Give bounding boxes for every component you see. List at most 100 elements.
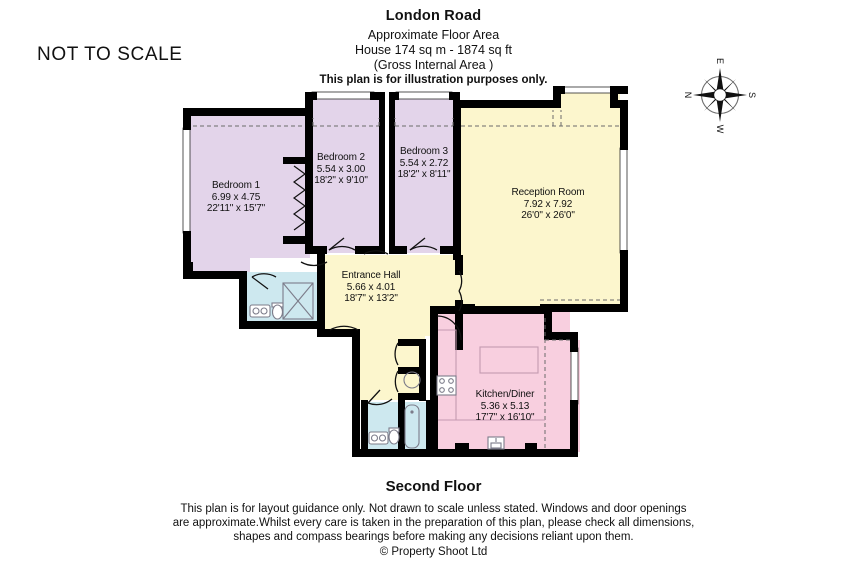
wall-bed1-recess-bottom bbox=[283, 236, 311, 244]
wall-reception-step-left bbox=[553, 86, 561, 108]
room-name-reception-room: Reception Room bbox=[511, 187, 585, 198]
wall-reception-top-left bbox=[453, 100, 558, 108]
wall-hall-right-lower bbox=[455, 300, 463, 350]
door-reception-a bbox=[458, 270, 463, 292]
door-bedroom-1 bbox=[300, 261, 328, 267]
room-imperial-bedroom-2: 18'2" x 9'10" bbox=[314, 175, 368, 186]
eaves-bed2-end bbox=[312, 118, 380, 126]
door-bathroom-upper bbox=[251, 273, 277, 278]
door-leaf-bedroom-2 bbox=[328, 237, 345, 251]
wall-corridor-vert bbox=[419, 339, 426, 401]
room-label-bedroom-1: Bedroom 1 6.99 x 4.75 22'11" x 15'7" bbox=[207, 180, 265, 215]
wall-kitchen-left bbox=[430, 312, 438, 452]
disclaimer-line-3: shapes and compass bearings before makin… bbox=[233, 531, 634, 543]
wall-bed3-top-left bbox=[389, 92, 399, 100]
wash-basin-icon bbox=[249, 304, 271, 318]
room-name-kitchen-diner: Kitchen/Diner bbox=[475, 389, 535, 400]
room-metric-reception-room: 7.92 x 7.92 bbox=[523, 198, 573, 210]
eaves-bed3-end bbox=[394, 118, 454, 126]
compass-label-bottom: W bbox=[715, 125, 725, 134]
wall-bathroom-lower-left bbox=[361, 400, 368, 452]
wall-kitchen-step bbox=[544, 306, 552, 340]
wall-bed2-bottom-right bbox=[355, 246, 385, 254]
room-imperial-kitchen-diner: 17'7" x 16'10" bbox=[475, 412, 535, 423]
wall-kitchen-top bbox=[430, 306, 550, 314]
room-metric-bedroom-2: 5.54 x 3.00 bbox=[316, 163, 366, 175]
compass-label-right: S bbox=[747, 92, 757, 98]
window-bedroom2-top bbox=[311, 91, 375, 100]
wall-bed2-top-left bbox=[305, 92, 317, 100]
wall-corridor-left bbox=[352, 329, 360, 457]
room-imperial-entrance-hall: 18'7" x 13'2" bbox=[344, 293, 398, 304]
wall-bed2-bottom-left bbox=[305, 246, 327, 254]
window-kitchen-right bbox=[570, 347, 579, 405]
room-metric-bedroom-3: 5.54 x 2.72 bbox=[399, 157, 449, 169]
door-kitchen bbox=[436, 315, 462, 341]
window-reception-right bbox=[619, 147, 628, 254]
wall-bed2-bed3-a bbox=[379, 92, 385, 253]
wall-bed1-left-upper bbox=[183, 108, 191, 130]
wall-bed1-recess-top bbox=[283, 157, 311, 164]
wall-reception-right-lower bbox=[620, 250, 628, 312]
door-reception-b bbox=[458, 290, 463, 312]
compass-label-top: E bbox=[715, 58, 725, 64]
wall-bathroom-upper-bottom bbox=[239, 321, 325, 329]
wall-corridor-part-1 bbox=[398, 339, 426, 346]
kitchen-worktop-left bbox=[438, 329, 457, 421]
room-imperial-reception-room: 26'0" x 26'0" bbox=[521, 210, 575, 221]
wall-kitchen-right-upper bbox=[570, 332, 578, 352]
disclaimer-line-2: are approximate.Whilst every care is tak… bbox=[172, 517, 695, 529]
doors bbox=[251, 165, 463, 406]
hob-icon bbox=[436, 375, 457, 396]
wall-bathroom-lower-mid bbox=[398, 400, 405, 452]
fixtures bbox=[249, 282, 545, 450]
room-metric-entrance-hall: 5.66 x 4.01 bbox=[346, 281, 396, 293]
room-label-entrance-hall: Entrance Hall 5.66 x 4.01 18'7" x 13'2" bbox=[342, 270, 401, 305]
door-leaf-bathroom-lower bbox=[367, 389, 381, 404]
room-fill-reception-room bbox=[460, 92, 620, 308]
door-leaf-bedroom-3 bbox=[409, 237, 426, 251]
door-leaf-bathroom-upper bbox=[251, 276, 269, 290]
window-reception-top bbox=[557, 86, 615, 94]
wall-bed1-bottom bbox=[183, 271, 245, 279]
wall-reception-right-upper bbox=[620, 100, 628, 150]
room-metric-bedroom-1: 6.99 x 4.75 bbox=[211, 191, 261, 203]
toilet-icon bbox=[271, 302, 284, 320]
wardrobe-bedroom-1 bbox=[292, 165, 307, 231]
room-name-bedroom-3: Bedroom 3 bbox=[399, 146, 449, 157]
wall-bed1-top bbox=[183, 108, 311, 116]
room-fill-bedroom-2 bbox=[310, 98, 383, 253]
wall-bed2-top-right bbox=[370, 92, 384, 100]
floor-area-value: House 174 sq m - 1874 sq ft bbox=[354, 43, 513, 57]
wall-reception-top-right bbox=[553, 86, 565, 94]
wall-kitchen-right-lower bbox=[570, 400, 578, 456]
shower-tray-icon bbox=[282, 282, 314, 320]
wall-bed1-stub bbox=[183, 262, 193, 279]
eaves-reception-step bbox=[552, 110, 562, 126]
wall-kitchen-bottom-nib bbox=[455, 443, 469, 457]
walls bbox=[183, 86, 628, 457]
bathtub-icon bbox=[404, 404, 420, 449]
room-label-bedroom-3: Bedroom 3 5.54 x 2.72 18'2" x 8'11" bbox=[398, 146, 451, 181]
door-cupboard-1 bbox=[394, 342, 399, 366]
not-to-scale-label: NOT TO SCALE bbox=[37, 44, 183, 65]
door-landing bbox=[363, 250, 389, 255]
toilet-icon-lower bbox=[388, 427, 400, 445]
wall-corridor-part-2 bbox=[398, 367, 426, 374]
wall-reception-bottom bbox=[540, 304, 628, 312]
room-name-bedroom-1: Bedroom 1 bbox=[211, 180, 261, 191]
room-label-bedroom-2: Bedroom 2 5.54 x 3.00 18'2" x 9'10" bbox=[314, 152, 368, 187]
eaves-lines bbox=[193, 110, 620, 449]
room-fill-bedroom-3 bbox=[392, 98, 458, 253]
floor-area-caption: Approximate Floor Area bbox=[367, 28, 500, 42]
room-imperial-bedroom-3: 18'2" x 8'11" bbox=[397, 169, 451, 180]
wall-bed3-bottom-left bbox=[389, 246, 407, 254]
wall-bathroom-lower-bottom bbox=[361, 449, 433, 457]
wall-bed3-reception bbox=[453, 100, 461, 260]
room-fill-bedroom-1 bbox=[190, 108, 310, 278]
copyright-notice: © Property Shoot Ltd bbox=[379, 546, 488, 558]
wall-hall-left bbox=[317, 248, 325, 270]
wall-bathroom-upper-right bbox=[317, 259, 325, 329]
wall-bed1-left-lower bbox=[183, 231, 191, 279]
